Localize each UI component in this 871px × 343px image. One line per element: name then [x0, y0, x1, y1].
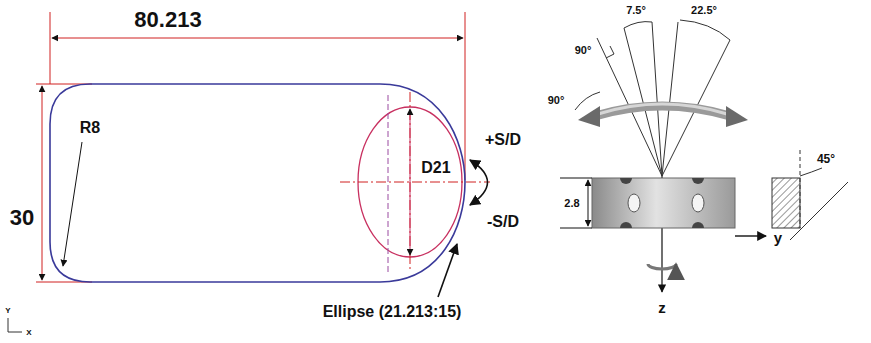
axis-label: y: [773, 230, 783, 247]
angle-label: 22.5°: [690, 4, 718, 16]
angle-label: 7.5°: [625, 4, 647, 16]
diameter-dimension: D21: [420, 159, 451, 177]
direction-label: -S/D: [486, 213, 520, 231]
angle-label: 90°: [574, 44, 593, 56]
direction-label: +S/D: [484, 131, 522, 149]
angle-label: 45°: [816, 153, 836, 166]
radius-dimension: R8: [79, 119, 101, 137]
axis-label: z: [657, 300, 667, 317]
dimension-width: 30: [9, 206, 35, 230]
angle-label: 90°: [547, 94, 566, 106]
dimension-height: 2.8: [563, 197, 580, 209]
axis-label: X: [25, 329, 32, 338]
ellipse-note: Ellipse (21.213:15): [322, 303, 463, 321]
dimension-length: 80.213: [133, 8, 202, 32]
axis-label: Y: [4, 307, 11, 316]
